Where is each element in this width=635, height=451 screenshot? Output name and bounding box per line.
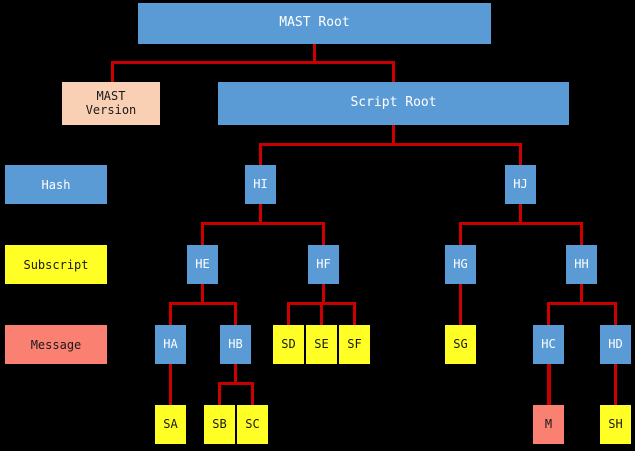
legend-message: Message — [5, 325, 107, 364]
legend-subscript: Subscript — [5, 245, 107, 284]
node-HB[interactable]: HB — [220, 325, 251, 364]
edge-bar-to-HI — [259, 143, 262, 166]
edge-bar5-to-SD — [287, 302, 290, 326]
edge-bar2-to-HF — [322, 222, 325, 246]
node-SG[interactable]: SG — [445, 325, 476, 364]
node-HG[interactable]: HG — [445, 245, 476, 284]
node-HH[interactable]: HH — [566, 245, 597, 284]
node-script-root[interactable]: Script Root — [218, 82, 569, 125]
edge-split1-to-script-root — [392, 61, 395, 82]
edge-bar7-to-SB — [218, 382, 221, 406]
legend-hash: Hash — [5, 165, 107, 204]
edge-stem-to-HI-HJ-bar — [259, 143, 522, 146]
edge-bar4-to-HB — [234, 302, 237, 326]
edge-bar3-to-HH — [580, 222, 583, 246]
edge-HB-to-stem7 — [234, 364, 237, 384]
node-HE[interactable]: HE — [187, 245, 218, 284]
edge-stem7-to-SB-SC-bar — [218, 382, 253, 385]
edge-HC-to-M — [547, 364, 551, 406]
edge-mast-root-to-split1 — [111, 61, 316, 64]
node-M[interactable]: M — [533, 405, 564, 444]
edge-HE-to-stem4 — [201, 284, 204, 304]
edge-script-root-to-stem — [392, 125, 395, 144]
edge-HD-to-SH — [614, 364, 617, 406]
edge-HF-to-stem5 — [322, 284, 325, 304]
edge-bar5-to-SF — [353, 302, 356, 326]
edge-bar4-to-HA — [169, 302, 172, 326]
edge-bar3-to-HG — [459, 222, 462, 246]
node-mast-version[interactable]: MAST Version — [62, 82, 160, 125]
edge-bar5-to-SE — [320, 302, 323, 326]
edge-HH-to-stem6 — [580, 284, 583, 304]
node-HI[interactable]: HI — [245, 165, 276, 204]
edge-mast-root-to-mast-version — [313, 44, 316, 63]
edge-HJ-to-stem3 — [519, 204, 522, 224]
edge-HI-to-stem2 — [259, 204, 262, 224]
node-SC[interactable]: SC — [237, 405, 268, 444]
node-HA[interactable]: HA — [155, 325, 186, 364]
node-SE[interactable]: SE — [306, 325, 337, 364]
edge-stem2-to-HE-HF-bar — [201, 222, 324, 225]
edge-bar7-to-SC — [251, 382, 254, 406]
edge-split1-to-mast-version — [111, 61, 114, 82]
node-HC[interactable]: HC — [533, 325, 564, 364]
edge-bar2-to-HE — [201, 222, 204, 246]
edge-HA-to-SA — [169, 364, 172, 406]
node-HD[interactable]: HD — [600, 325, 631, 364]
node-HJ[interactable]: HJ — [505, 165, 536, 204]
edge-mast-root-to-script-right — [313, 61, 395, 64]
edge-bar6-to-HC — [547, 302, 550, 326]
node-SF[interactable]: SF — [339, 325, 370, 364]
edge-bar6-to-HD — [614, 302, 617, 326]
edge-bar-to-HJ — [519, 143, 522, 166]
edge-HG-to-SG — [459, 284, 462, 326]
edge-stem6-to-HC-HD-bar — [547, 302, 616, 305]
edge-stem4-to-HA-HB-bar — [169, 302, 237, 305]
edge-stem3-to-HG-HH-bar — [459, 222, 582, 225]
node-SB[interactable]: SB — [204, 405, 235, 444]
node-SH[interactable]: SH — [600, 405, 631, 444]
node-SA[interactable]: SA — [155, 405, 186, 444]
node-SD[interactable]: SD — [273, 325, 304, 364]
node-HF[interactable]: HF — [308, 245, 339, 284]
node-mast-root[interactable]: MAST Root — [138, 3, 491, 44]
